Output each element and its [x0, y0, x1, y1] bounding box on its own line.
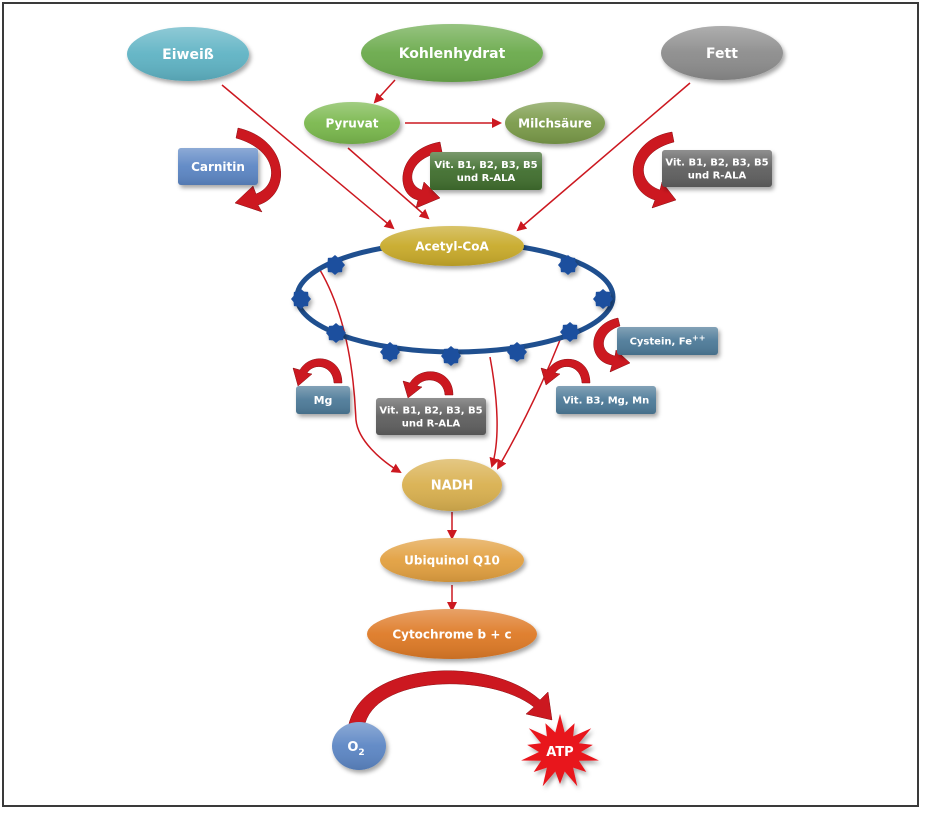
fat-node: Fett — [661, 26, 783, 80]
cycle-nodes — [291, 255, 613, 366]
nadh-node-gloss — [402, 459, 502, 511]
cystein-box-label: Cystein, Fe++ — [630, 334, 706, 348]
cycle-node — [380, 342, 400, 362]
protein-node: Eiweiß — [127, 27, 249, 81]
carnitin-box-label: Carnitin — [191, 160, 245, 174]
acetyl-coa-node-label: Acetyl-CoA — [415, 239, 489, 253]
cystein-box: Cystein, Fe++ — [617, 327, 718, 355]
cycle-node — [325, 255, 345, 275]
cofactor-arrow-cystein — [593, 317, 631, 373]
cofactor-arrows — [234, 127, 677, 729]
oxygen-gloss — [332, 722, 386, 770]
pyruvate-node: Pyruvat — [304, 102, 400, 144]
nadh-node-label: NADH — [431, 479, 474, 494]
carbohydrate-node-gloss — [361, 24, 543, 82]
diagram-frame — [2, 2, 919, 807]
cycle-vitamins-box-label-line1: Vit. B1, B2, B3, B5 — [379, 406, 482, 417]
protein-node-label: Eiweiß — [162, 47, 214, 63]
connector-lines — [221, 79, 691, 612]
ubiquinol-node-label: Ubiquinol Q10 — [404, 553, 500, 567]
atp-label: ATP — [546, 745, 573, 760]
arrow-cycle-to-nadh-mid — [489, 356, 500, 468]
cycle-node — [441, 346, 461, 366]
fat-vitamins-box-label-line1: Vit. B1, B2, B3, B5 — [665, 158, 768, 169]
fat-vitamins-box-label-line2: und R-ALA — [688, 171, 747, 182]
arrow-oxygen-to-atp — [347, 670, 553, 729]
cytochrome-node-label: Cytochrome b + c — [392, 627, 511, 641]
fat-node-gloss — [661, 26, 783, 80]
atp-starburst-shape — [521, 714, 599, 787]
acetyl-coa-node-gloss — [380, 226, 524, 266]
cycle-node — [560, 322, 580, 342]
cofactor-arrow-pyruvate-vitamins — [402, 141, 443, 209]
arrow-protein-to-acetyl-coa — [221, 84, 395, 230]
oxygen-node: O2 — [332, 722, 386, 770]
cycle-node — [558, 255, 578, 275]
b3-mg-mn-box-label: Vit. B3, Mg, Mn — [563, 396, 649, 407]
arrow-cycle-to-nadh-left — [319, 269, 402, 474]
cystein-box-superscript: ++ — [692, 334, 705, 343]
cofactor-arrow-b3-mg-mn — [540, 358, 591, 386]
ubiquinol-node-gloss — [380, 538, 524, 582]
cystein-box-text: Cystein, Fe — [630, 337, 693, 348]
cofactor-arrow-fat-vitamins — [632, 131, 677, 209]
pyruvate-vitamins-box-label-line2: und R-ALA — [457, 173, 516, 184]
carbohydrate-node: Kohlenhydrat — [361, 24, 543, 82]
pyruvate-vitamins-box: Vit. B1, B2, B3, B5 und R-ALA — [430, 152, 542, 190]
carbohydrate-node-label: Kohlenhydrat — [399, 46, 506, 62]
lactic-acid-node: Milchsäure — [505, 102, 605, 144]
protein-node-gloss — [127, 27, 249, 81]
mg-box: Mg — [296, 386, 350, 414]
ubiquinol-node: Ubiquinol Q10 — [380, 538, 524, 582]
pyruvate-node-gloss — [304, 102, 400, 144]
cycle-vitamins-box: Vit. B1, B2, B3, B5 und R-ALA — [376, 398, 486, 435]
carnitin-box-gloss — [178, 148, 258, 185]
acetyl-coa-node: Acetyl-CoA — [380, 226, 524, 266]
nadh-node: NADH — [402, 459, 502, 511]
cycle-node — [326, 323, 346, 343]
pyruvate-vitamins-box-gloss — [430, 152, 542, 190]
cofactor-arrow-cycle-vitamins — [402, 371, 454, 399]
cycle-vitamins-box-label-line2: und R-ALA — [402, 419, 461, 430]
oxygen-symbol: O — [347, 740, 358, 755]
cystein-box-gloss — [617, 327, 718, 355]
arrow-fat-to-acetyl-coa — [516, 82, 691, 232]
lactic-acid-node-label: Milchsäure — [518, 116, 592, 130]
fat-vitamins-box-gloss — [662, 150, 772, 187]
pyruvate-node-label: Pyruvat — [326, 116, 379, 130]
pyruvate-vitamins-box-label-line1: Vit. B1, B2, B3, B5 — [434, 160, 537, 171]
atp-node: ATP — [521, 714, 599, 787]
arrow-carbohydrate-to-pyruvate — [373, 79, 396, 104]
cycle-node — [507, 342, 527, 362]
cytochrome-node-gloss — [367, 609, 537, 659]
cycle-vitamins-box-gloss — [376, 398, 486, 435]
mg-box-label: Mg — [314, 394, 333, 407]
oxygen-subscript: 2 — [358, 748, 364, 758]
fat-node-label: Fett — [706, 46, 738, 62]
mg-box-gloss — [296, 386, 350, 414]
arrow-cycle-to-nadh-right — [496, 339, 561, 470]
cytochrome-node: Cytochrome b + c — [367, 609, 537, 659]
lactic-acid-node-gloss — [505, 102, 605, 144]
cofactor-arrow-carnitin — [234, 127, 281, 213]
cycle-node — [593, 289, 613, 309]
b3-mg-mn-box-gloss — [556, 386, 656, 414]
arrow-pyruvate-to-acetyl-coa — [347, 147, 430, 220]
fat-vitamins-box: Vit. B1, B2, B3, B5 und R-ALA — [662, 150, 772, 187]
cofactor-arrow-mg — [292, 358, 343, 387]
b3-mg-mn-box: Vit. B3, Mg, Mn — [556, 386, 656, 414]
cycle-node — [291, 289, 311, 309]
carnitin-box: Carnitin — [178, 148, 258, 185]
oxygen-label: O2 — [347, 740, 364, 758]
